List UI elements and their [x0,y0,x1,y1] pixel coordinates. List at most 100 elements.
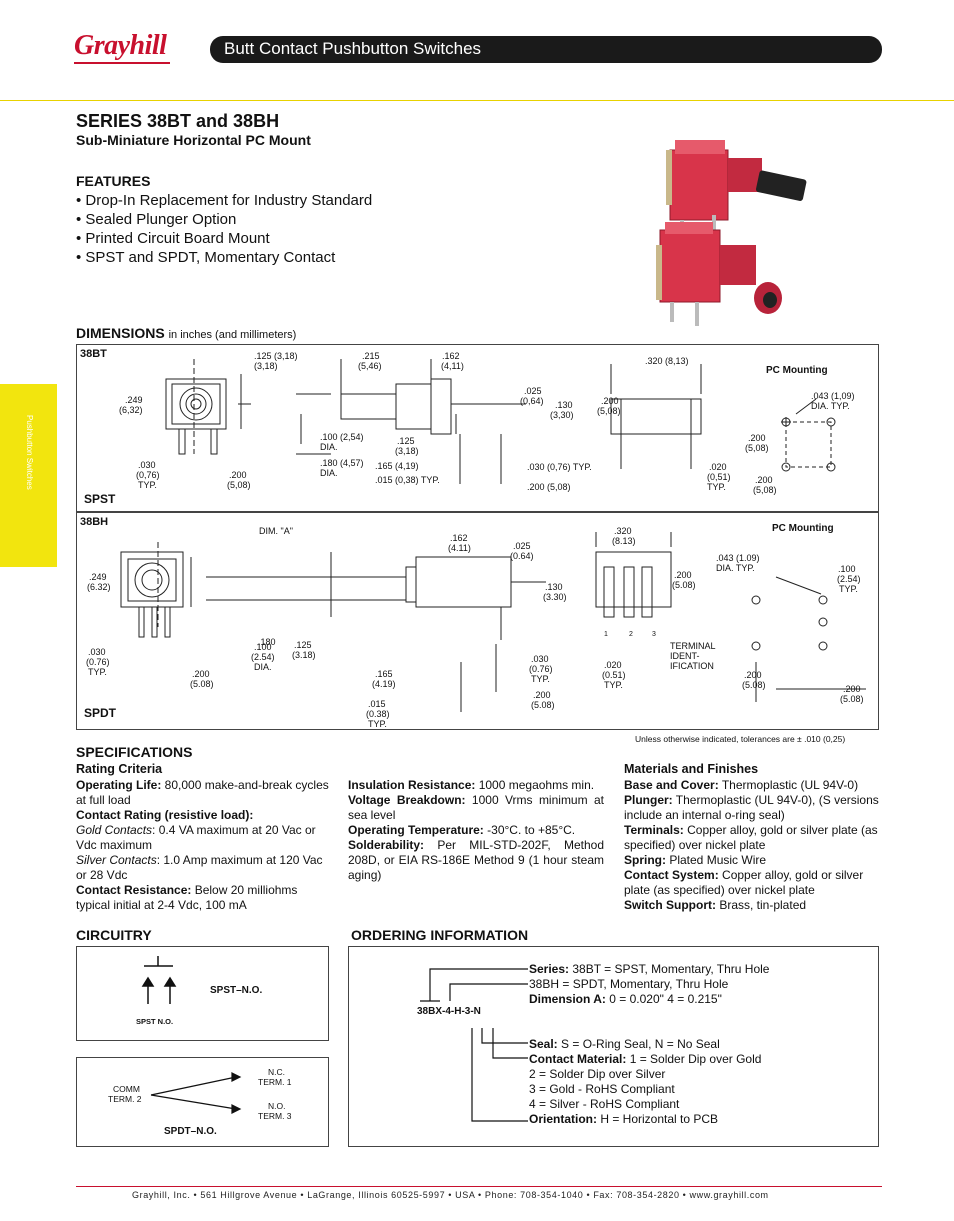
spec-term: Contact Material: [529,1052,627,1066]
spec-term: Spring: [624,853,666,867]
dim-label: .249 [125,395,143,405]
spec-text: 0 = 0.020" 4 = 0.215" [605,992,722,1006]
logo-underline [74,62,170,64]
spec-term: Contact System: [624,868,719,882]
dim-label: .020 [709,462,727,472]
spec-item: Operating Life: 80,000 make-and-break cy… [76,778,332,808]
dim-label: (5,08) [227,480,251,490]
spec-item: Solderability: Per MIL-STD-202F, Method … [348,838,604,883]
ordering-line: 2 = Solder Dip over Silver [529,1067,869,1082]
ordering-line: Orientation: H = Horizontal to PCB [529,1112,869,1127]
dim-label: .249 [89,572,107,582]
series-title: SERIES 38BT and 38BH [76,111,280,131]
spec-item: Base and Cover: Thermoplastic (UL 94V-0) [624,778,880,793]
spec-term: Base and Cover: [624,778,719,792]
comm-label: TERM. 2 [108,1094,142,1104]
spec-term: Silver Contacts [76,853,157,867]
ordering-line: 4 = Silver - RoHS Compliant [529,1097,869,1112]
grayhill-logo: Grayhill [74,30,167,61]
dim-label: .180 (4,57) [320,458,364,468]
spec-text: Thermoplastic (UL 94V-0) [718,778,859,792]
feature-item: • Drop-In Replacement for Industry Stand… [76,192,373,209]
dim-label: .215 [362,351,380,361]
dim-label: TERMINAL [670,641,716,651]
spec-item: Insulation Resistance: 1000 megaohms min… [348,778,604,793]
spec-text: Below 20 milliohms typical initial at 2-… [76,883,298,912]
spdt-label: SPDT–N.O. [164,1126,217,1137]
spec-text: H = Horizontal to PCB [597,1112,719,1126]
spec-item: Switch Support: Brass, tin-plated [624,898,880,913]
feature-item: • SPST and SPDT, Momentary Contact [76,249,336,266]
ordering-callout-lines [420,968,528,1122]
dim-label: DIA. [320,468,338,478]
spec-item: Operating Temperature: -30°C. to +85°C. [348,823,604,838]
spst-label: SPST–N.O. [210,985,263,996]
series-subtitle: Sub-Miniature Horizontal PC Mount [76,132,311,148]
dim-label: (0.76) [529,664,553,674]
box-type-spdt: SPDT [84,706,117,720]
terminal-number: 1 [604,631,608,638]
spec-text: S = O-Ring Seal, N = No Seal [557,1037,720,1051]
spec-text: 3 = Gold - RoHS Compliant [529,1082,675,1096]
dim-label: .180 [258,637,276,647]
dim-label: TYP. [368,719,387,729]
dim-label: TYP. [531,674,550,684]
spec-text: Thermoplastic (UL 94V-0), (S versions in… [624,793,879,822]
spec-text: Plated Music Wire [666,853,767,867]
dim-label: (0.76) [86,657,110,667]
dim-label: .125 [294,640,312,650]
tolerance-note: Unless otherwise indicated, tolerances a… [635,734,846,744]
dim-label: (4.11) [448,543,471,553]
side-tab-label: Pushbutton Switches [25,415,34,490]
pc-mounting-label: PC Mounting [766,365,828,376]
dimension-box-38bt [76,344,879,512]
dim-label: DIA. TYP. [716,563,755,573]
spec-item: Gold Contacts: 0.4 VA maximum at 20 Vac … [76,823,332,853]
feature-item: • Sealed Plunger Option [76,211,237,228]
spec-term: Operating Life: [76,778,162,792]
dim-label: (3.18) [292,650,316,660]
spec-term: Insulation Resistance: [348,778,476,792]
spec-item: Silver Contacts: 1.0 Amp maximum at 120 … [76,853,332,883]
dim-label: .200 [192,669,210,679]
ordering-lines-1: Series: 38BT = SPST, Momentary, Thru Hol… [529,962,869,1007]
dim-label: DIM. "A" [259,526,293,536]
box-label-38bt: 38BT [80,348,107,360]
spec-text: : 1.0 Amp maximum at 120 Vac or 28 Vdc [76,853,323,882]
dim-label: (3,18) [395,446,419,456]
spec-text: Brass, tin-plated [716,898,807,912]
feature-item: • Printed Circuit Board Mount [76,230,270,247]
pc-mounting-label: PC Mounting [772,523,834,534]
dim-label: .030 (0,76) TYP. [527,462,592,472]
dim-label: (5.08) [742,680,766,690]
dimensions-units: in inches (and millimeters) [168,329,297,341]
dim-label: .200 [229,470,247,480]
dim-label: .125 [397,436,415,446]
spec-text: Copper alloy, gold or silver plate (as s… [624,823,878,852]
spec-term: Seal: [529,1037,558,1051]
spec-item: Terminals: Copper alloy, gold or silver … [624,823,880,853]
spst-small-label: SPST N.O. [136,1017,174,1026]
dim-label: .015 [368,699,386,709]
spec-text: 1000 Vrms minimum at sea level [348,793,605,822]
dim-label: (5,08) [753,485,777,495]
dim-label: .200 [744,670,762,680]
dim-label: (8.13) [612,536,636,546]
dim-label: .025 [513,541,531,551]
dim-label: (5.08) [531,700,555,710]
dim-label: (3,18) [254,361,278,371]
dim-label: (2.54) [837,574,861,584]
dim-label: .020 [604,660,622,670]
spec-text: 4 = Silver - RoHS Compliant [529,1097,680,1111]
dim-label: (5,08) [597,406,621,416]
dim-label: (3,30) [550,410,574,420]
dim-label: .043 (1,09) [811,391,855,401]
spec-text: -30°C. to +85°C. [483,823,576,837]
footer-rule [76,1186,882,1187]
switch-photo-top [666,140,807,248]
dim-label: IFICATION [670,661,714,671]
dim-label: .100 (2,54) [320,432,364,442]
page-title-bar: Butt Contact Pushbutton Switches [210,36,882,63]
dim-label: .200 [601,396,619,406]
dim-label: .165 [375,669,393,679]
